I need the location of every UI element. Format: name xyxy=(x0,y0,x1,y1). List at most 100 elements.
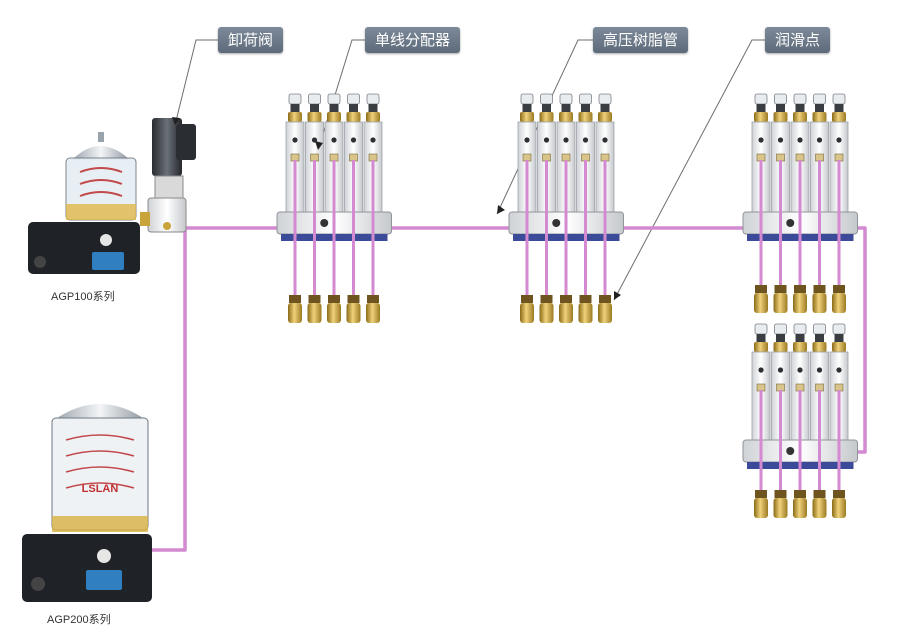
pump-spring xyxy=(65,434,135,489)
valve-port xyxy=(797,137,803,143)
lubrication-point-fitting xyxy=(773,498,788,518)
outlet-fitting xyxy=(815,153,824,162)
indicator-stem xyxy=(756,104,766,112)
fitting-nut xyxy=(328,295,340,303)
fitting-nut xyxy=(521,295,533,303)
pump-fill-nipple xyxy=(100,234,112,246)
valve-port xyxy=(777,137,784,143)
brass-nut xyxy=(559,112,573,122)
indicator-cap xyxy=(366,93,380,105)
valve-port xyxy=(543,137,550,143)
indicator-stem xyxy=(368,104,378,112)
lubrication-point-fitting xyxy=(793,498,807,518)
lubrication-point-fitting xyxy=(773,293,788,313)
indicator-stem xyxy=(310,104,319,112)
indicator-stem xyxy=(349,104,358,112)
pump-display xyxy=(86,570,122,590)
brass-nut xyxy=(539,112,554,122)
valve-port xyxy=(777,367,784,373)
indicator-cap xyxy=(793,323,807,335)
indicator-cap xyxy=(813,323,826,335)
lubrication-point-fitting xyxy=(539,303,554,323)
indicator-stem xyxy=(329,104,339,112)
pump-grease-level xyxy=(52,516,148,532)
manifold-port xyxy=(320,219,329,227)
lubrication-point-fitting xyxy=(346,303,361,323)
indicator-cap xyxy=(598,93,612,105)
callout-lubrication-point: 润滑点 xyxy=(765,27,831,53)
pump-window-brand: LSLAN xyxy=(82,483,119,495)
brass-nut xyxy=(773,112,788,122)
brass-nut xyxy=(520,112,534,122)
lubrication-point-fitting xyxy=(812,498,827,518)
indicator-stem xyxy=(600,104,610,112)
brass-nut xyxy=(832,112,846,122)
fitting-nut xyxy=(794,285,806,293)
single-line-distributor-2 xyxy=(508,93,624,323)
indicator-cap xyxy=(308,93,321,105)
single-line-distributor-3 xyxy=(742,93,858,313)
valve-port xyxy=(797,367,803,373)
valve-port xyxy=(836,137,842,143)
outlet-fitting xyxy=(329,153,339,162)
indicator-cap xyxy=(540,93,553,105)
distributors xyxy=(276,93,858,518)
fitting-nut xyxy=(833,285,845,293)
indicator-stem xyxy=(834,334,844,342)
lubrication-point-fitting xyxy=(578,303,593,323)
arrowhead-single-line-distributor xyxy=(315,141,323,150)
outlet-fitting xyxy=(756,383,766,392)
outlet-fitting xyxy=(561,153,571,162)
fitting-nut xyxy=(774,490,787,498)
brass-nut xyxy=(793,112,807,122)
lubrication-point-fitting xyxy=(288,303,302,323)
outlet-fitting xyxy=(795,383,805,392)
pump-grease-level xyxy=(66,204,136,220)
brass-nut xyxy=(773,342,788,352)
valve-port xyxy=(350,137,357,143)
agp200-pump: LSLAN xyxy=(22,404,152,602)
brass-nut xyxy=(832,342,846,352)
valve-connector xyxy=(176,124,196,160)
outlet-fitting xyxy=(542,153,551,162)
valve-port xyxy=(758,367,764,373)
lubrication-point-fitting xyxy=(307,303,322,323)
fitting-nut xyxy=(560,295,572,303)
lubrication-point-fitting xyxy=(559,303,573,323)
valve-port xyxy=(524,137,530,143)
indicator-cap xyxy=(288,93,302,105)
lubrication-point-fitting xyxy=(598,303,612,323)
valve-port xyxy=(758,137,764,143)
indicator-stem xyxy=(776,104,785,112)
indicator-cap xyxy=(754,93,768,105)
indicator-cap xyxy=(774,93,787,105)
pump-dome xyxy=(54,404,146,420)
tube-d3-to-d4 xyxy=(855,226,867,454)
brass-nut xyxy=(812,342,827,352)
indicator-stem xyxy=(542,104,551,112)
resin-tube-network xyxy=(150,226,867,552)
outlet-fitting xyxy=(795,153,805,162)
callout-leaders xyxy=(174,39,765,301)
outlet-fitting xyxy=(581,153,590,162)
outlet-fitting xyxy=(834,383,844,392)
outlet-fitting xyxy=(349,153,358,162)
brass-nut xyxy=(307,112,322,122)
indicator-cap xyxy=(813,93,826,105)
leader-lubrication-point xyxy=(613,39,765,301)
valve-port xyxy=(331,137,337,143)
brass-nut xyxy=(598,112,612,122)
brass-nut xyxy=(793,342,807,352)
fitting-nut xyxy=(540,295,553,303)
lubrication-point-fitting xyxy=(812,293,827,313)
outlet-fitting xyxy=(290,153,300,162)
fitting-nut xyxy=(813,490,826,498)
pumps: LSLAN xyxy=(22,118,196,602)
agp200-label: AGP200系列 xyxy=(47,614,111,626)
tube-agp200-feed xyxy=(150,230,187,552)
indicator-stem xyxy=(290,104,300,112)
fitting-nut xyxy=(599,295,611,303)
valve-port xyxy=(370,137,376,143)
pump-connector xyxy=(31,577,45,591)
lubrication-point-fitting xyxy=(754,498,768,518)
